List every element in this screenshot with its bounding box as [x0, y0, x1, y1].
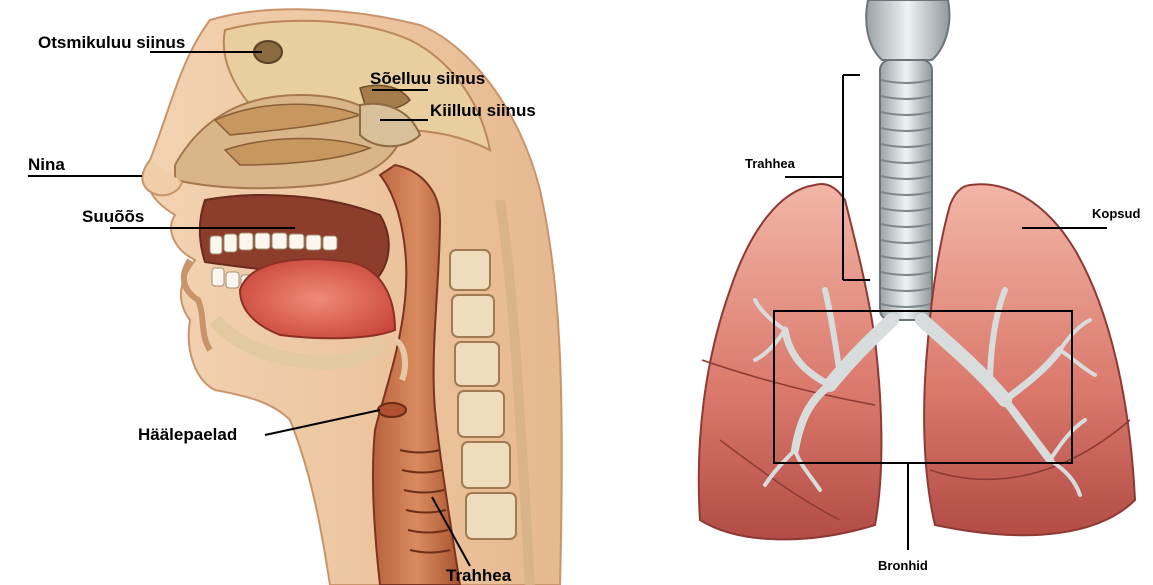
head-sagittal-diagram: Otsmikuluu siinus Sõelluu siinus Kiilluu… [0, 0, 590, 585]
bronchi-label: Bronhid [878, 558, 928, 573]
lungs-panel: Trahhea Kopsud Bronhid [660, 0, 1153, 585]
lungs-trachea-label: Trahhea [745, 156, 796, 171]
oral-cavity-label: Suuõõs [82, 207, 144, 226]
ethmoid-sinus-label: Sõelluu siinus [370, 69, 485, 88]
vocal-cords-label: Häälepaelad [138, 425, 237, 444]
lungs-label: Kopsud [1092, 206, 1140, 221]
frontal-sinus-label: Otsmikuluu siinus [38, 33, 185, 52]
head-trachea-label: Trahhea [446, 566, 512, 585]
nose-label: Nina [28, 155, 65, 174]
lungs-diagram: Trahhea Kopsud Bronhid [660, 0, 1153, 585]
head-sagittal-section-panel: Otsmikuluu siinus Sõelluu siinus Kiilluu… [0, 0, 590, 585]
left-lung [924, 184, 1135, 535]
larynx [866, 0, 949, 60]
sphenoid-sinus-label: Kiilluu siinus [430, 101, 536, 120]
tongue [240, 259, 395, 338]
vocal-cords-shape [378, 403, 406, 417]
